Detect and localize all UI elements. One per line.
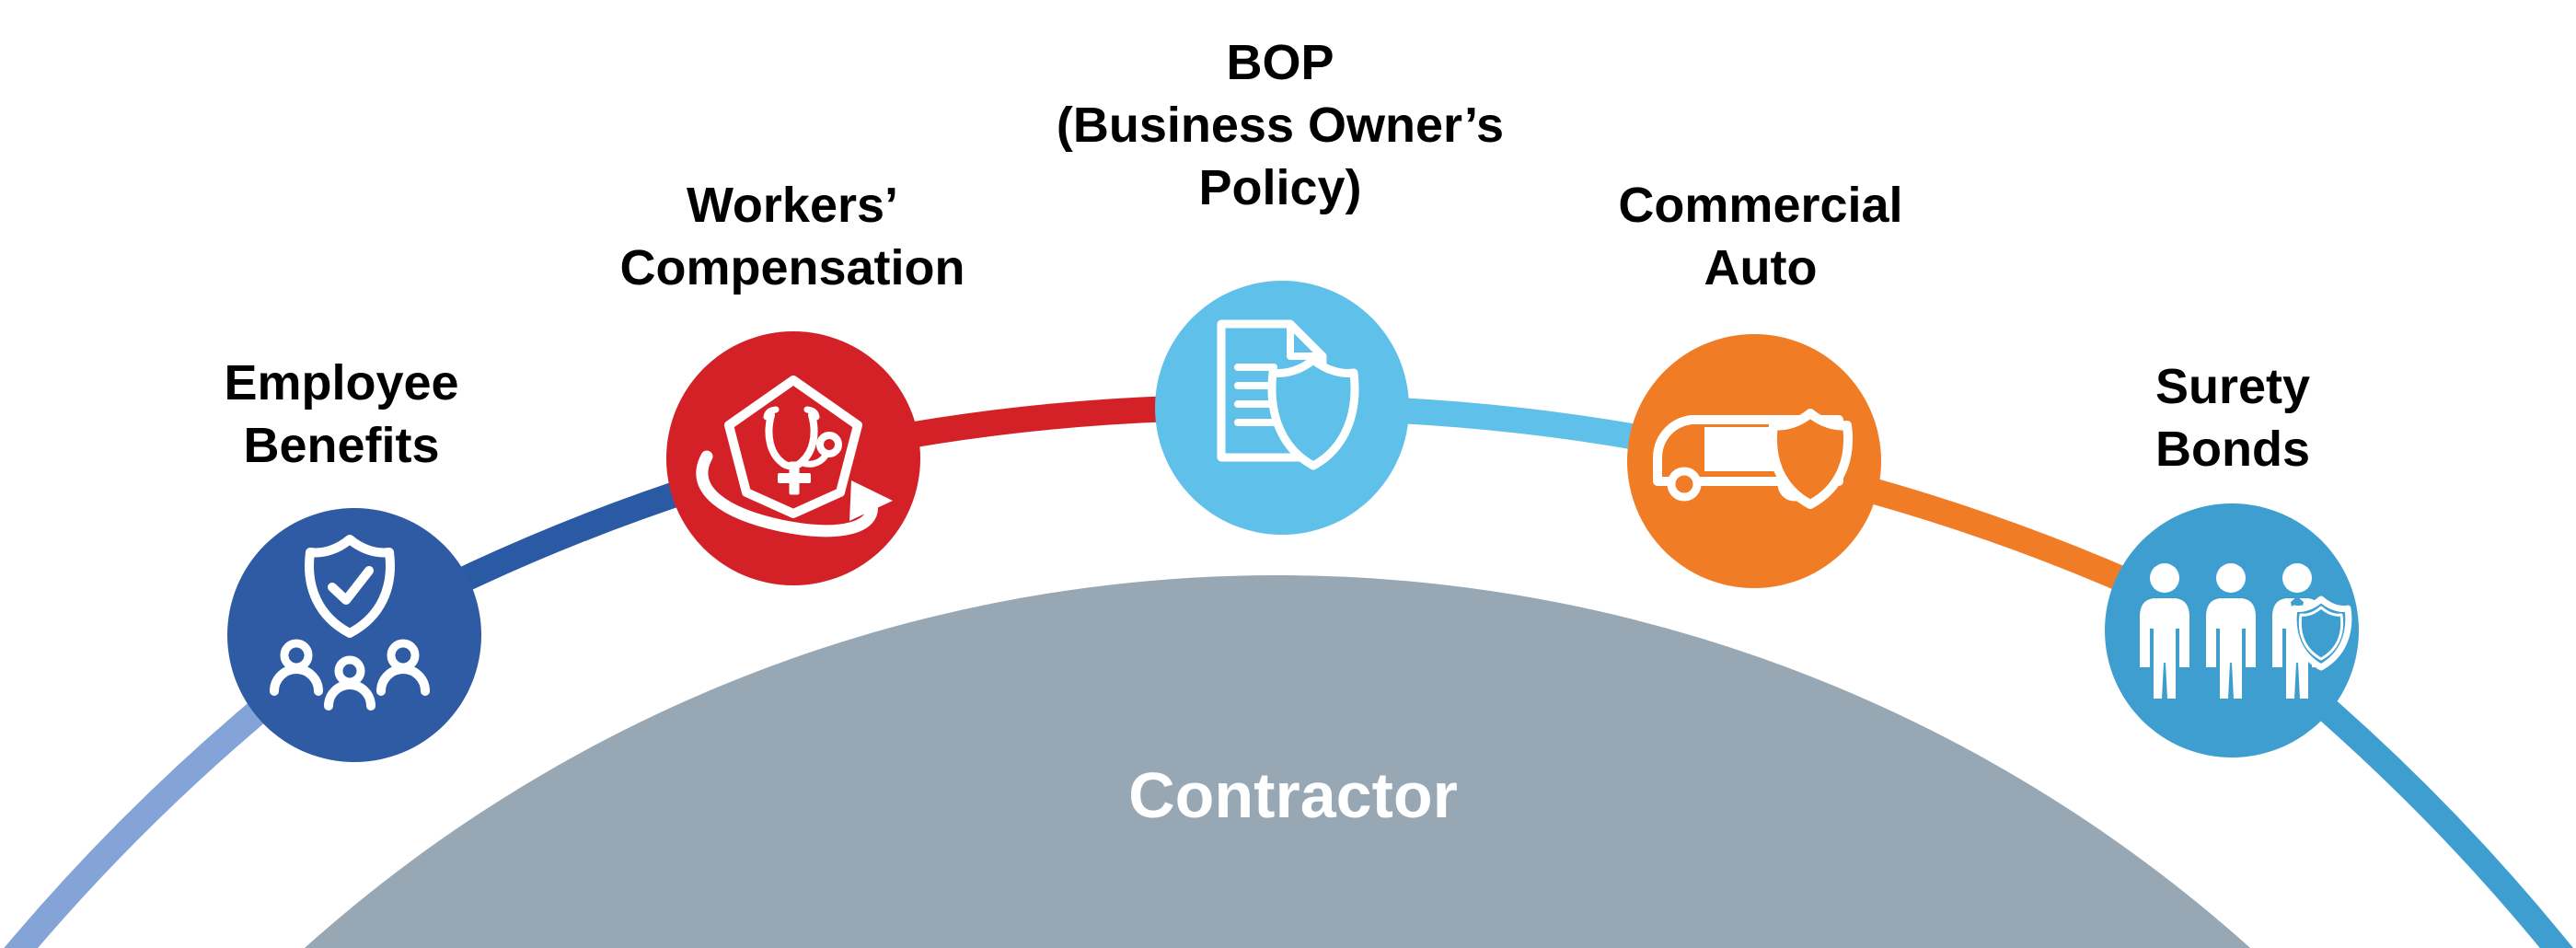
person-figure	[2140, 563, 2189, 699]
contractor-dome	[305, 575, 2250, 948]
label-employee-benefits: Employee Benefits	[224, 355, 459, 473]
node-commercial-auto	[1627, 334, 1881, 588]
label-contractor: Contractor	[1128, 759, 1458, 831]
van-wheel-front	[1667, 467, 1702, 502]
van-shield-icon	[1653, 409, 1853, 509]
node-workers-compensation	[666, 331, 920, 585]
bop-shield	[1267, 355, 1359, 470]
medical-shield-stethoscope-icon	[696, 376, 893, 538]
person-figure	[2206, 563, 2256, 699]
label-workers-compensation: Workers’ Compensation	[619, 178, 965, 295]
medical-cross-v	[789, 461, 800, 495]
surety-shield-inner-line	[2298, 606, 2344, 661]
policy-document-shield-icon	[1217, 319, 1359, 470]
label-bop: BOP (Business Owner’s Policy)	[1056, 35, 1505, 215]
label-commercial-auto: Commercial Auto	[1618, 178, 1903, 295]
shield-check-people-icon	[270, 535, 430, 711]
surety-shield	[2290, 595, 2352, 671]
swoosh-arrowhead	[849, 480, 893, 521]
dome-shape	[305, 575, 2250, 948]
node-employee-benefits	[227, 508, 481, 762]
node-surety-bonds	[2105, 503, 2359, 757]
node-bop	[1155, 281, 1409, 535]
label-surety-bonds: Surety Bonds	[2154, 359, 2311, 477]
auto-shield	[1768, 409, 1853, 509]
people-with-shield-icon	[2140, 563, 2352, 699]
